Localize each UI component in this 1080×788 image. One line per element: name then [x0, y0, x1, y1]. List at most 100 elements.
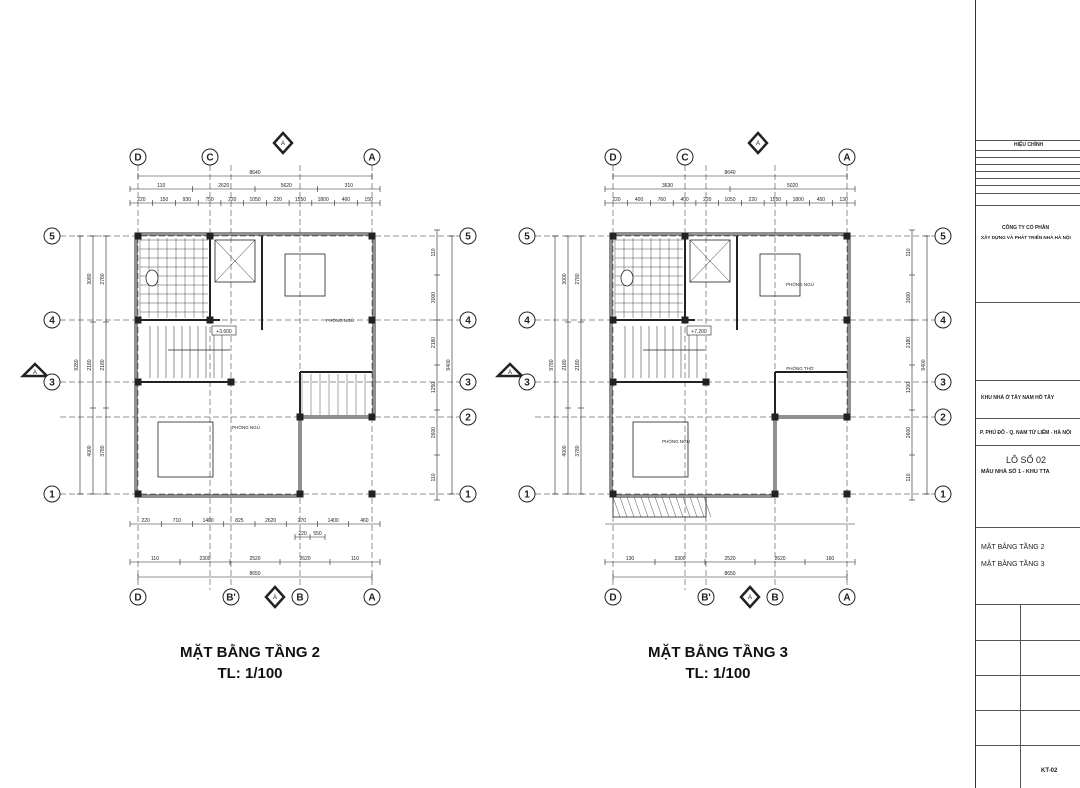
level-box — [211, 325, 237, 336]
grid-label: D — [134, 153, 141, 164]
column — [843, 413, 851, 421]
revision-header: HIỆU CHỈNH — [1014, 142, 1044, 148]
plan-title-text: MẶT BẰNG TẦNG 3 — [648, 644, 788, 661]
grid-label: A — [368, 593, 375, 604]
column — [609, 232, 617, 240]
grid-bubble — [838, 588, 856, 606]
dim-bottom-sub-value: 220 — [298, 531, 307, 537]
plan-title-2: MẶT BẰNG TẦNG 2 TL: 1/100 — [100, 642, 400, 684]
grid-label: B' — [226, 593, 236, 604]
dim-bottom-axes-value: 130 — [626, 556, 635, 562]
dim-top-detail-value: 760 — [658, 197, 667, 203]
light-shaft — [689, 239, 731, 283]
grid-bubble — [43, 311, 61, 329]
light-shaft — [214, 239, 256, 283]
grid-bubble — [222, 588, 240, 606]
section-marker-icon — [739, 585, 761, 609]
dim-bottom-detail-value: 1400 — [328, 518, 339, 524]
hatch-line — [612, 496, 621, 518]
dim-right-axes-value: 1200 — [906, 382, 912, 393]
grid-label: 5 — [49, 232, 55, 243]
column — [368, 413, 376, 421]
column — [609, 378, 617, 386]
title-block: HIỆU CHỈNH CÔNG TY CỔ PHẦN XÂY DỰNG VÀ P… — [975, 0, 1080, 788]
grid-label: C — [681, 153, 688, 164]
grid-label: 2 — [940, 413, 946, 424]
column — [227, 378, 235, 386]
grid-bubble — [604, 588, 622, 606]
grid-bubble — [838, 148, 856, 166]
dim-top-detail-value: 400 — [635, 197, 644, 203]
dim-top-detail-value: 220 — [612, 197, 621, 203]
wc-tile-grid — [301, 374, 366, 415]
wc-tile-grid — [614, 238, 683, 318]
column — [296, 413, 304, 421]
dim-bottom-axes-value: 110 — [151, 556, 159, 562]
dim-left-outer-value: 2180 — [562, 359, 568, 370]
grid-label: D — [609, 593, 616, 604]
dim-bottom-axes-value: 3300 — [674, 556, 685, 562]
dim-top-detail-value: 1550 — [770, 197, 781, 203]
hatch-line — [654, 496, 663, 518]
hatch-line — [619, 496, 628, 518]
dim-top-axes-value: 310 — [345, 183, 354, 189]
section-label: A — [273, 595, 277, 601]
grid-label: 1 — [940, 490, 946, 501]
dim-bottom-axes-value: 2620 — [299, 556, 310, 562]
dim-right-axes-value: 2180 — [431, 337, 437, 348]
grid-bubble — [129, 148, 147, 166]
sheet-number: KT-02 — [1041, 768, 1058, 774]
dim-left-inner-value: 3780 — [575, 445, 581, 456]
room-label: PHÒNG NGỦ — [786, 281, 814, 287]
dim-right-axes-value: 110 — [906, 473, 912, 481]
dim-bottom-detail-value: 460 — [360, 518, 369, 524]
grid-bubble — [129, 588, 147, 606]
dim-bottom-axes-value: 2620 — [774, 556, 785, 562]
room-label: PHÒNG NGỦ — [232, 424, 260, 430]
column — [134, 316, 142, 324]
sheet-title-2: MẶT BẰNG TẦNG 3 — [981, 561, 1045, 568]
dim-top-detail-value: 220 — [137, 197, 146, 203]
dim-top-detail-value: 450 — [817, 197, 826, 203]
grid-label: 3 — [465, 378, 471, 389]
grid-label: 1 — [524, 490, 530, 501]
dim-left-outer-value: 4000 — [87, 445, 93, 456]
grid-bubble — [43, 485, 61, 503]
grid-label: A — [843, 153, 850, 164]
dim-top-detail-value: 460 — [342, 197, 351, 203]
dim-bottom-axes-value: 160 — [826, 556, 835, 562]
level-mark: +3.600 — [216, 329, 232, 335]
dim-top-detail-value: 1800 — [793, 197, 804, 203]
dim-left-total-value: 9780 — [549, 359, 555, 370]
column — [134, 490, 142, 498]
room-label: PHÒNG NGỦ — [326, 317, 354, 323]
grid-label: 1 — [465, 490, 471, 501]
dim-bottom-detail-value: 710 — [173, 518, 182, 524]
grid-bubble — [201, 148, 219, 166]
grid-bubble — [697, 588, 715, 606]
dim-bottom-detail-value: 1400 — [203, 518, 214, 524]
grid-label: A — [368, 153, 375, 164]
company-name-1: CÔNG TY CỔ PHẦN — [1002, 225, 1050, 231]
dim-left-total-value: 9280 — [74, 359, 80, 370]
sheet-title-1: MẶT BẰNG TẦNG 2 — [981, 544, 1045, 551]
section-label: A — [748, 595, 752, 601]
column — [206, 232, 214, 240]
dim-left-inner-value: 3780 — [100, 445, 106, 456]
dim-top-detail-value: 220 — [228, 197, 237, 203]
column — [368, 490, 376, 498]
dim-left-outer-value: 3000 — [562, 273, 568, 284]
bed-icon — [759, 253, 801, 297]
dim-top-axes-value: 110 — [157, 183, 165, 189]
grid-label: 1 — [49, 490, 55, 501]
grid-bubble — [766, 588, 784, 606]
hatch-line — [675, 496, 684, 518]
column — [681, 316, 689, 324]
dim-right-axes-value: 1250 — [431, 382, 437, 393]
dim-top-detail-value: 1800 — [318, 197, 329, 203]
column — [368, 316, 376, 324]
plan-scale: TL: 1/100 — [217, 665, 283, 682]
company-name-2: XÂY DỰNG VÀ PHÁT TRIỂN NHÀ HÀ NỘI — [981, 235, 1071, 240]
hatch-line — [640, 496, 649, 518]
